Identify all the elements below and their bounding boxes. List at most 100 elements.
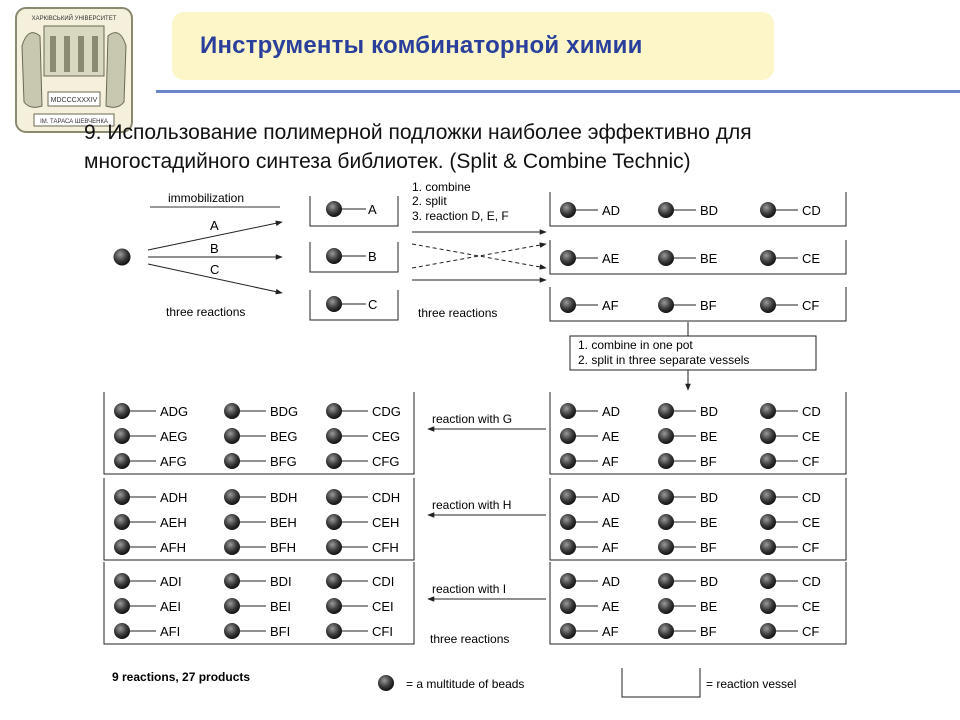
right-product-0-1-0-label: AE [602,429,620,444]
left-product-2-2-0-label: AFI [160,624,180,639]
left-product-2-2-2-bead [326,623,342,639]
right-product-0-2-2-bead [760,453,776,469]
left-product-0-1-1-label: BEG [270,429,297,444]
three-reactions-label-3: three reactions [430,632,509,646]
left-product-2-2-2-label: CFI [372,624,393,639]
left-product-1-2-2-label: CFH [372,540,399,555]
vessel-c: C [309,290,399,321]
right-product-0-0-1-bead [658,403,674,419]
step-combine: 1. combine [412,180,471,194]
route-arrow-c [147,263,283,295]
right-product-1-2-1-bead [658,539,674,555]
left-product-0-2-1-bead [224,453,240,469]
stage2-product-1-1-bead [658,250,674,266]
right-product-0-1-0-bead [560,428,576,444]
route-label-a: A [210,218,219,233]
left-product-0-1-2-bead [326,428,342,444]
stage2-product-1-0-label: AE [602,251,620,266]
left-product-2-2-0-bead [114,623,130,639]
route-label-c: C [210,262,219,277]
vessel-a: A [309,196,399,227]
right-vessel-2 [549,562,847,645]
right-product-2-1-1-bead [658,598,674,614]
left-product-2-2-1-label: BFI [270,624,290,639]
legend-vessel [621,668,701,698]
seal-bottom-text: ІМ. ТАРАСА ШЕВЧЕНКА [40,119,108,125]
right-product-0-1-2-label: CE [802,429,820,444]
right-product-0-0-2-label: CD [802,404,821,419]
right-product-1-0-1-bead [658,489,674,505]
step-reaction-def: 3. reaction D, E, F [412,209,509,223]
start-bead [113,248,131,266]
stage2-vessel-1 [549,240,847,275]
right-product-2-2-2-bead [760,623,776,639]
left-product-0-0-1-label: BDG [270,404,298,419]
left-product-0-0-0-label: ADG [160,404,188,419]
left-product-2-0-2-bead [326,573,342,589]
right-product-2-1-2-bead [760,598,776,614]
left-vessel-1 [103,478,415,561]
right-product-1-1-2-bead [760,514,776,530]
left-product-0-1-1-bead [224,428,240,444]
left-product-1-1-2-bead [326,514,342,530]
left-product-0-0-1-bead [224,403,240,419]
vessel-b-label: B [368,249,377,264]
right-product-1-0-1-label: BD [700,490,718,505]
left-product-0-2-2-bead [326,453,342,469]
left-product-0-2-1-label: BFG [270,454,297,469]
right-product-0-0-1-label: BD [700,404,718,419]
right-product-0-0-0-bead [560,403,576,419]
right-vessel-1 [549,478,847,561]
right-product-2-0-0-bead [560,573,576,589]
left-product-0-0-0-bead [114,403,130,419]
left-product-2-1-2-label: CEI [372,599,394,614]
right-product-1-2-2-label: CF [802,540,819,555]
route-arrow-a [147,220,283,251]
vessel-c-label: C [368,297,377,312]
legend-beads-label: = a multitude of beads [406,677,524,691]
three-reactions-label-2: three reactions [418,306,497,320]
stage2-product-2-0-label: AF [602,298,619,313]
combine-instruction-1: 1. combine in one pot [578,338,693,352]
left-product-2-1-0-label: AEI [160,599,181,614]
right-product-0-2-1-bead [658,453,674,469]
reaction-label-0: reaction with G [432,412,512,426]
right-product-1-1-1-bead [658,514,674,530]
summary-label: 9 reactions, 27 products [112,670,250,684]
cross-arrow-3 [411,242,547,269]
left-product-0-1-2-label: CEG [372,429,400,444]
right-product-1-0-2-bead [760,489,776,505]
right-product-0-0-0-label: AD [602,404,620,419]
left-product-2-1-1-bead [224,598,240,614]
stage2-product-0-1-bead [658,202,674,218]
right-product-1-0-0-label: AD [602,490,620,505]
left-product-2-0-0-bead [114,573,130,589]
left-product-2-0-2-label: CDI [372,574,394,589]
legend-bead [378,675,394,691]
left-product-1-0-2-bead [326,489,342,505]
right-product-2-1-1-label: BE [700,599,718,614]
right-product-2-2-1-bead [658,623,674,639]
legend-vessel-label: = reaction vessel [706,677,796,691]
left-product-1-1-0-label: AEH [160,515,187,530]
route-label-b: B [210,241,219,256]
right-product-2-0-2-label: CD [802,574,821,589]
vessel-b: B [309,242,399,273]
body-text: 9. Использование полимерной подложки наи… [84,118,944,176]
right-product-0-2-0-bead [560,453,576,469]
right-product-0-1-1-label: BE [700,429,718,444]
left-product-0-1-0-bead [114,428,130,444]
right-product-1-2-2-bead [760,539,776,555]
right-product-0-0-2-bead [760,403,776,419]
stage2-product-2-1-label: BF [700,298,717,313]
left-product-1-1-2-label: CEH [372,515,399,530]
seal-top-text: ХАРКІВСЬКИЙ УНІВЕРСИТЕТ [32,14,117,22]
left-product-0-2-0-bead [114,453,130,469]
left-product-1-1-1-label: BEH [270,515,297,530]
right-product-1-0-0-bead [560,489,576,505]
left-product-1-0-0-label: ADH [160,490,187,505]
right-product-0-1-2-bead [760,428,776,444]
right-product-2-0-1-label: BD [700,574,718,589]
stage2-product-0-1-label: BD [700,203,718,218]
